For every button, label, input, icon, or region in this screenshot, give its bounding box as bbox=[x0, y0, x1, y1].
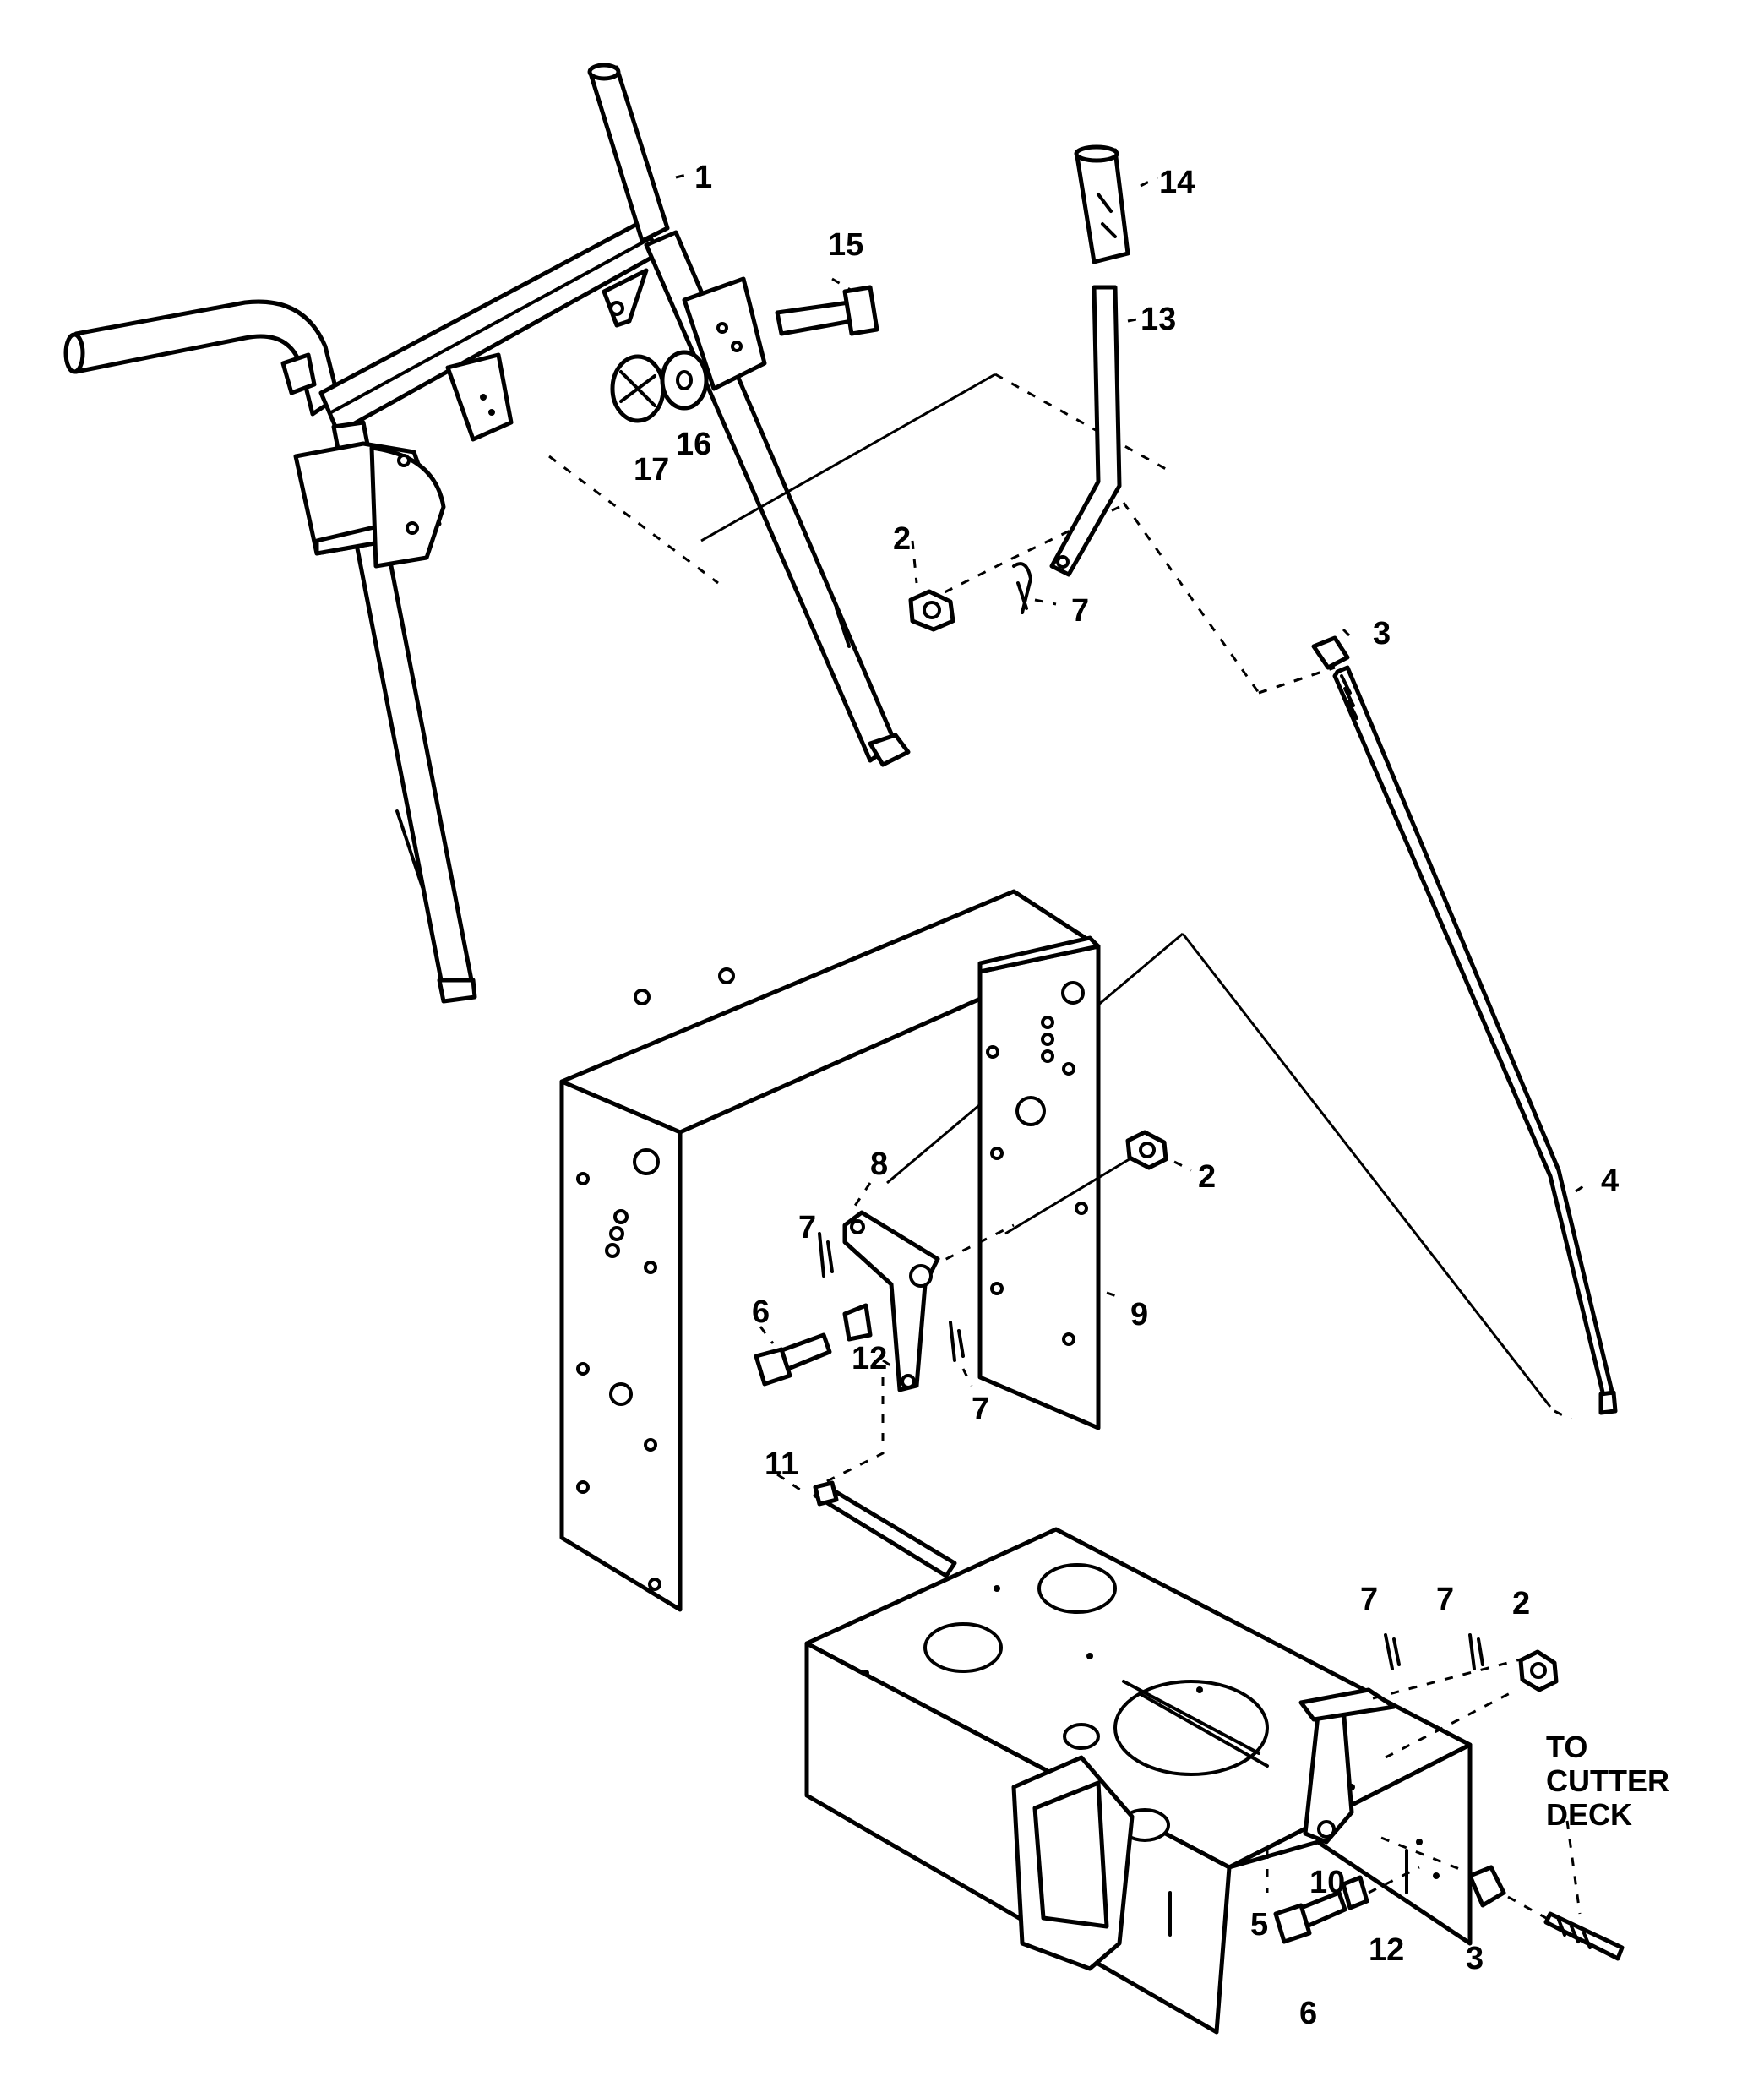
note-line-3: DECK bbox=[1546, 1797, 1632, 1832]
callout-7-middle-left: 7 bbox=[798, 1210, 816, 1245]
nut-2-lower bbox=[1518, 1649, 1559, 1692]
washer-16 bbox=[660, 350, 709, 411]
frame-5 bbox=[804, 1527, 1473, 2035]
cotter-pin-7-lower-left bbox=[1384, 1633, 1401, 1670]
callout-8: 8 bbox=[870, 1147, 888, 1182]
callout-12-middle: 12 bbox=[852, 1341, 887, 1376]
cable-to-cutter-deck bbox=[1544, 1911, 1625, 1961]
note-line-2: CUTTER bbox=[1546, 1763, 1669, 1798]
rod-4 bbox=[1332, 665, 1618, 1415]
nut-2-top bbox=[908, 589, 956, 632]
lever-10 bbox=[1298, 1687, 1396, 1845]
cotter-pin-7-lower-right bbox=[1468, 1633, 1484, 1670]
callout-10: 10 bbox=[1309, 1865, 1345, 1900]
callout-2-middle: 2 bbox=[1198, 1159, 1216, 1195]
note-to-cutter-deck: TO CUTTER DECK bbox=[1546, 1730, 1669, 1832]
callout-14: 14 bbox=[1159, 165, 1195, 200]
callout-15: 15 bbox=[828, 227, 863, 263]
rod-11 bbox=[813, 1480, 957, 1578]
nut-2-middle bbox=[1125, 1130, 1168, 1170]
note-line-1: TO bbox=[1546, 1730, 1587, 1764]
bolt-6-lower bbox=[1273, 1890, 1348, 1944]
callout-2-top: 2 bbox=[893, 521, 911, 557]
washer-17 bbox=[610, 354, 666, 423]
callout-7-middle-right: 7 bbox=[972, 1392, 989, 1427]
callout-2-lower: 2 bbox=[1512, 1586, 1530, 1621]
bolt-6-middle bbox=[754, 1332, 832, 1387]
callout-3-lower: 3 bbox=[1466, 1941, 1484, 1976]
grip-14 bbox=[1074, 144, 1130, 264]
callout-13: 13 bbox=[1141, 302, 1176, 337]
callout-3-top: 3 bbox=[1373, 616, 1391, 651]
callout-5: 5 bbox=[1250, 1907, 1268, 1943]
cotter-pin-7-middle-left bbox=[818, 1232, 834, 1278]
cotter-pin-7-middle-right bbox=[949, 1321, 965, 1362]
callout-4: 4 bbox=[1601, 1163, 1619, 1199]
callout-17: 17 bbox=[634, 452, 669, 488]
ferrule-3-top bbox=[1311, 635, 1350, 670]
callout-9: 9 bbox=[1130, 1297, 1148, 1332]
callout-16: 16 bbox=[676, 427, 711, 462]
lever-13 bbox=[1049, 285, 1122, 577]
bushing-12-lower bbox=[1341, 1875, 1369, 1910]
callout-7-top: 7 bbox=[1071, 593, 1089, 629]
callout-12-lower: 12 bbox=[1369, 1932, 1404, 1968]
bellcrank-8 bbox=[842, 1210, 940, 1392]
handle-assembly bbox=[63, 63, 911, 1004]
bushing-12-middle bbox=[842, 1303, 873, 1342]
callout-1: 1 bbox=[694, 160, 712, 195]
callout-6-middle: 6 bbox=[752, 1294, 770, 1330]
callout-7-lower-right: 7 bbox=[1436, 1582, 1454, 1617]
callout-6-lower: 6 bbox=[1299, 1996, 1317, 2031]
callout-11: 11 bbox=[765, 1447, 798, 1482]
callout-7-lower-left: 7 bbox=[1360, 1582, 1378, 1617]
bolt-15 bbox=[775, 285, 879, 336]
frame-9 bbox=[559, 889, 1101, 1612]
cotter-pin-7-top bbox=[1012, 562, 1033, 614]
ferrule-3-lower bbox=[1467, 1865, 1506, 1908]
